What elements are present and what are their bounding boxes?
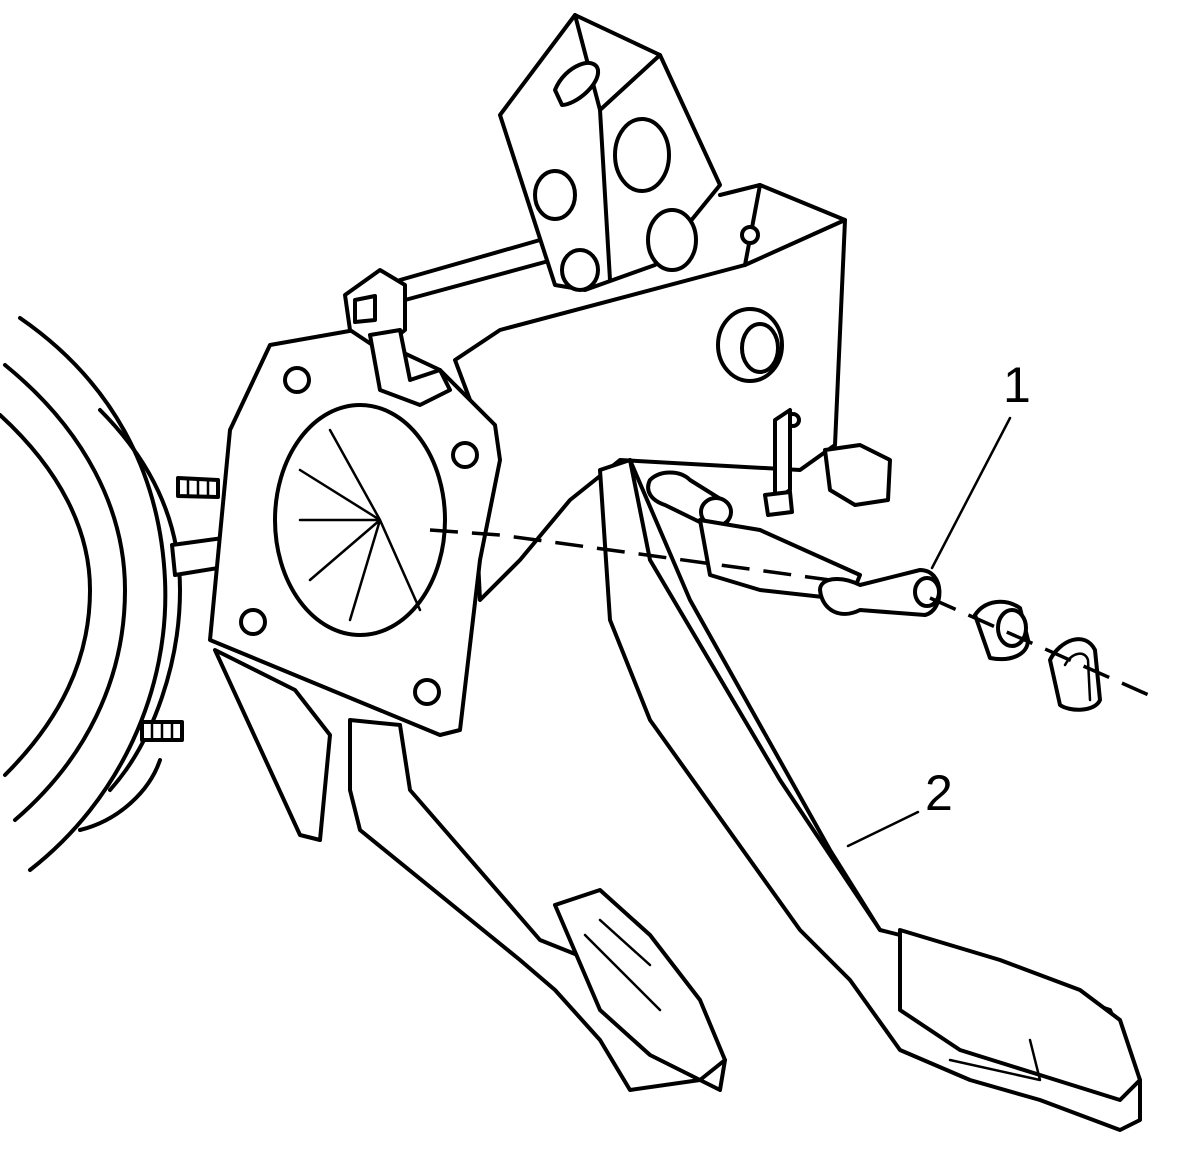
alignment-line bbox=[429, 528, 1161, 702]
leader-line-2 bbox=[846, 810, 920, 848]
leader-line-1 bbox=[930, 416, 1012, 570]
upper-mounting-bracket bbox=[398, 13, 722, 302]
pushrod-end bbox=[818, 568, 942, 617]
booster-mounting-flange bbox=[208, 328, 502, 737]
brake-booster bbox=[0, 316, 220, 872]
clutch-pedal bbox=[213, 648, 727, 1092]
callout-1: 1 bbox=[1003, 357, 1031, 413]
pedal-pivot-shaft bbox=[646, 470, 733, 531]
callout-2: 2 bbox=[925, 765, 953, 821]
bushing bbox=[973, 599, 1030, 661]
brake-pedal bbox=[598, 458, 1142, 1132]
retainer-clip bbox=[1048, 637, 1102, 712]
pedal-switch bbox=[343, 268, 452, 407]
pedal-support-plate bbox=[453, 183, 847, 602]
